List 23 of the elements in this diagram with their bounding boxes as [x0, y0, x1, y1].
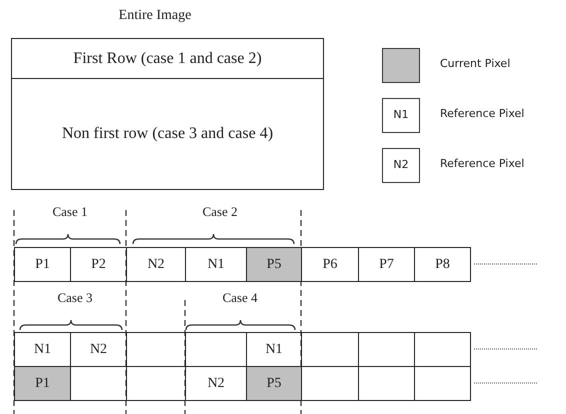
- pixel-cell: N2: [126, 247, 186, 282]
- diagram-title: Entire Image: [118, 8, 192, 25]
- current-pixel-cell: P1: [14, 366, 71, 401]
- case-label: Case 3: [56, 290, 94, 307]
- swatch-label: N2: [392, 157, 410, 173]
- legend-text: Current Pixel: [440, 57, 512, 72]
- pixel-cell: [414, 366, 471, 401]
- legend-text: Reference Pixel: [440, 157, 526, 172]
- current-pixel-cell: P5: [246, 247, 302, 282]
- other-rows-region: Non first row (case 3 and case 4): [11, 78, 324, 190]
- case-label: Case 1: [51, 204, 89, 221]
- legend-text: Reference Pixel: [440, 107, 526, 122]
- pixel-cell: P8: [414, 247, 471, 282]
- pixel-cell: P6: [301, 247, 359, 282]
- case-label: Case 4: [221, 290, 259, 307]
- case-label: Case 2: [201, 204, 239, 221]
- current-pixel-cell: P5: [246, 366, 302, 401]
- first-row-region: First Row (case 1 and case 2): [11, 38, 324, 79]
- pixel-cell: [414, 332, 471, 367]
- swatch-label: N1: [392, 107, 410, 123]
- pixel-cell: P2: [70, 247, 127, 282]
- pixel-cell: P7: [358, 247, 415, 282]
- pixel-cell: P1: [14, 247, 71, 282]
